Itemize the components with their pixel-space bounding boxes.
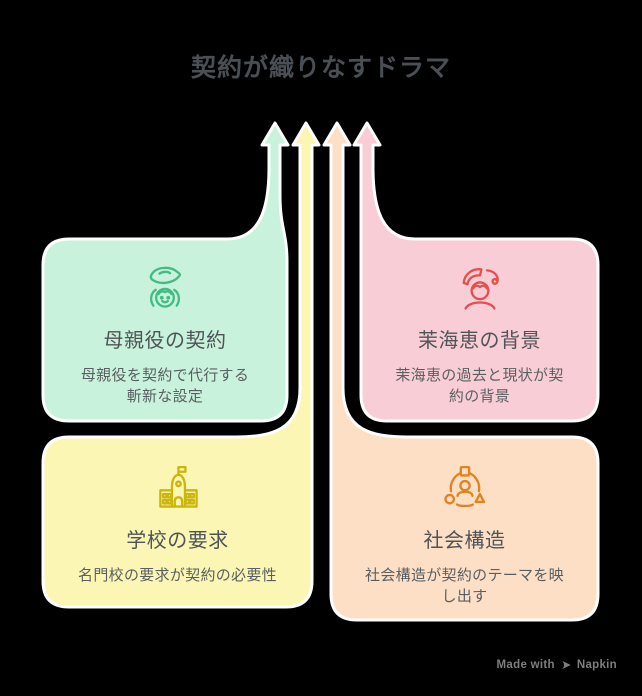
napkin-watermark: Made with Napkin xyxy=(497,659,617,671)
school-icon xyxy=(152,462,204,514)
card-shape-makie-background xyxy=(352,121,600,423)
card-title: 社会構造 xyxy=(423,530,506,552)
card-school-demand: 学校の要求 名門校の要求が契約の必要性 xyxy=(43,462,312,586)
card-social-structure: 社会構造 社会構造が契約のテーマを映 し出す xyxy=(331,462,598,607)
napkin-logo-icon xyxy=(560,659,572,671)
card-shape-school-demand xyxy=(41,121,321,609)
childcare-icon xyxy=(139,262,191,314)
card-description: 茉海恵の過去と現状が契 約の背景 xyxy=(395,367,564,405)
social-structure-icon xyxy=(439,462,491,514)
card-description: 名門校の要求が契約の必要性 xyxy=(78,567,277,584)
card-title: 学校の要求 xyxy=(126,530,229,552)
card-title: 母親役の契約 xyxy=(103,330,227,352)
diagram-title: 契約が織りなすドラマ xyxy=(190,54,451,82)
brand-label: Napkin xyxy=(576,659,617,671)
made-with-label: Made with xyxy=(496,659,555,671)
woman-icon xyxy=(454,262,506,314)
card-title: 茉海恵の背景 xyxy=(418,330,541,352)
card-description: 母親役を契約で代行する 斬新な設定 xyxy=(80,367,250,405)
card-mother-contract: 母親役の契約 母親役を契約で代行する 斬新な設定 xyxy=(43,262,287,407)
card-description: 社会構造が契約のテーマを映 し出す xyxy=(365,567,564,605)
card-shape-social-structure xyxy=(322,121,600,622)
card-makie-background: 茉海恵の背景 茉海恵の過去と現状が契 約の背景 xyxy=(361,262,598,407)
